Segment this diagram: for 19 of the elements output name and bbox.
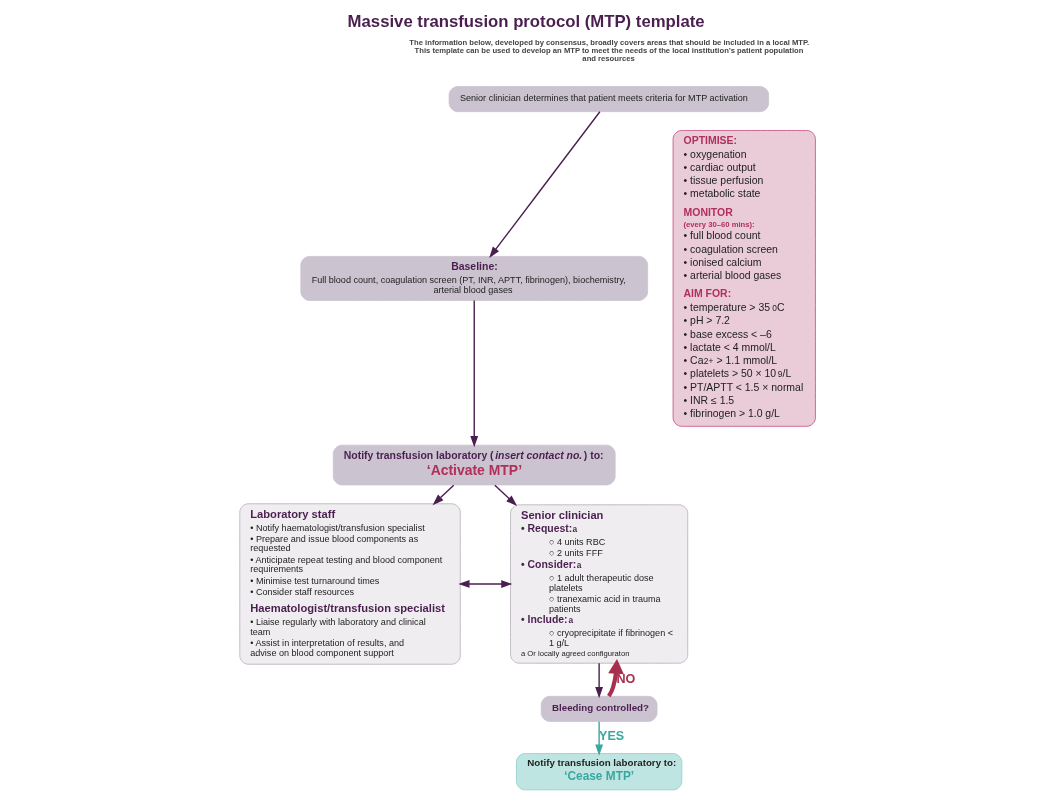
arrow xyxy=(606,658,624,698)
node-box: Notify transfusion laboratory (insert contact no.) to: ‘Activate MTP’ xyxy=(332,444,616,486)
node-box: Senior clinician • Request:a ○ 4 units RBC ○ 2 units FFF • Consider:a ○ 1 adult therapeutic dose platelets ○ tranexamic acid in trauma patients • Include:a ○ cryoprecipitate if fibrinogen < 1 g/L a Or locally agreed configuraton xyxy=(509,504,688,664)
arrow xyxy=(594,721,603,756)
arrow xyxy=(469,299,478,448)
arrow xyxy=(432,484,454,506)
diagram-title: Massive transfusion protocol (MTP) template xyxy=(347,11,705,31)
label: The information below, developed by consensus, broadly covers areas that should be included in a local MTP. This template can be used to develop an MTP to meet the needs of the local institution’s patient population and resources xyxy=(408,38,809,63)
arrow xyxy=(493,484,517,507)
node-box: Notify transfusion laboratory to: ‘Cease MTP’ xyxy=(515,753,682,791)
arrow xyxy=(594,662,603,699)
edge-label: NO xyxy=(616,671,635,686)
node-box: Laboratory staff • Notify haematologist/transfusion specialist • Prepare and issue blood components as requested • Anticipate repeat testing and blood component requirements • Minimise test turnaround times • Consider staff resources Haematologist/transfusion specialist • Liaise regularly with laboratory and clinical team • Assist in interpretation of results, and advise on blood component support xyxy=(238,503,461,665)
node-box: Senior clinician determines that patient meets criteria for MTP activation xyxy=(448,86,769,113)
arrow xyxy=(457,580,512,588)
node-box: Bleeding controlled? xyxy=(540,695,657,722)
arrow xyxy=(488,111,601,258)
node-box: Baseline: Full blood count, coagulation screen (PT, INR, APTT, fibrinogen), biochemistry, arterial blood gases xyxy=(299,256,648,301)
node-box: OPTIMISE: • oxygenation • cardiac output • tissue perfusion • metabolic state MONITOR (every 30–60 mins): • full blood count • coagulation screen • ionised calcium • arterial blood gases AIM FOR: • temperature > 350C • pH > 7.2 • base excess < –6 • lactate < 4 mmol/L • Ca2+ > 1.1 mmol/L • platelets > 50 × 109/L • PT/APTT < 1.5 × normal • INR ≤ 1.5 • fibrinogen > 1.0 g/L xyxy=(672,130,816,427)
